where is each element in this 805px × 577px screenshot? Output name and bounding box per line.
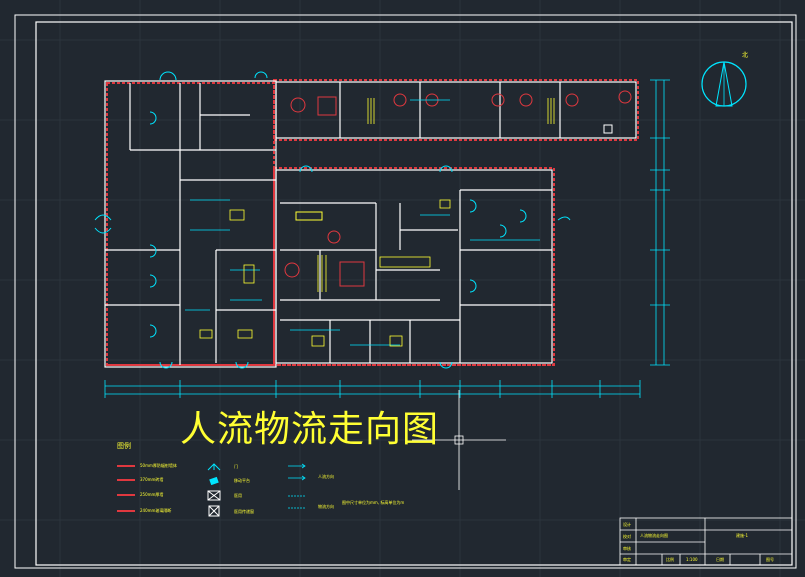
- title-block-sheet-label: 建施-1: [736, 533, 748, 538]
- title-block-cell: 图号: [766, 557, 774, 562]
- legend-symbol-label: 移动平台: [234, 478, 250, 483]
- box-x-icon: [207, 490, 221, 501]
- person-flow-arrow-icon: [288, 463, 306, 481]
- drawing-title: 人流物流走向图: [180, 409, 440, 450]
- main-walls: [104, 80, 637, 368]
- door-symbol-icon: [207, 463, 221, 471]
- legend-line-samples: [117, 465, 135, 512]
- outer-wall-hatch: [106, 79, 639, 366]
- sheet-inner-border: [35, 21, 793, 566]
- cad-crosshair-cursor: [412, 390, 506, 490]
- flow-arrows: [185, 99, 540, 346]
- title-block-row-label: 校对: [623, 534, 631, 539]
- legend-flow-label: 人流方向: [318, 474, 334, 479]
- title-block-cell: 日期: [716, 557, 724, 562]
- mobile-platform-icon: [209, 476, 219, 486]
- pass-box-icon: [208, 505, 220, 517]
- dimension-lines: [104, 79, 670, 398]
- legend-symbol-label: 门: [234, 464, 238, 469]
- legend-symbol-label: 医用传递窗: [234, 509, 254, 514]
- fixture-symbols: [199, 199, 451, 347]
- legend-line-label: 250mm厚墙: [140, 492, 164, 497]
- stair-symbols: [317, 98, 555, 292]
- title-block-row-label: 审定: [623, 557, 631, 562]
- title-block-row-label: 审核: [623, 546, 631, 551]
- door-symbols: [94, 71, 571, 369]
- north-label: 北: [742, 52, 749, 59]
- equipment-symbols: [284, 90, 632, 287]
- material-flow-arrow-icon: [288, 495, 305, 509]
- north-arrow-icon: [701, 61, 747, 107]
- title-block-cell: 比例: [666, 557, 674, 562]
- title-block-row-label: 设计: [623, 522, 631, 527]
- title-block-cell: 1:100: [686, 557, 698, 562]
- title-block-drawing-name: 人流物流走向图: [640, 533, 668, 538]
- legend-symbol-label: 医用: [234, 493, 242, 498]
- legend-flow-label: 物流方向: [318, 504, 334, 509]
- title-block: [619, 517, 793, 566]
- legend-line-label: 370mm砖墙: [140, 477, 164, 482]
- legend-line-label: 50mm厚防辐射墙体: [140, 463, 177, 468]
- legend-line-label: 240mm玻璃隔断: [140, 508, 172, 513]
- floor-plan: [94, 71, 639, 369]
- legend-note: 图中尺寸单位为mm, 标高单位为m: [342, 500, 405, 505]
- sheet-outer-border: [14, 14, 797, 569]
- legend-heading: 图例: [117, 442, 131, 450]
